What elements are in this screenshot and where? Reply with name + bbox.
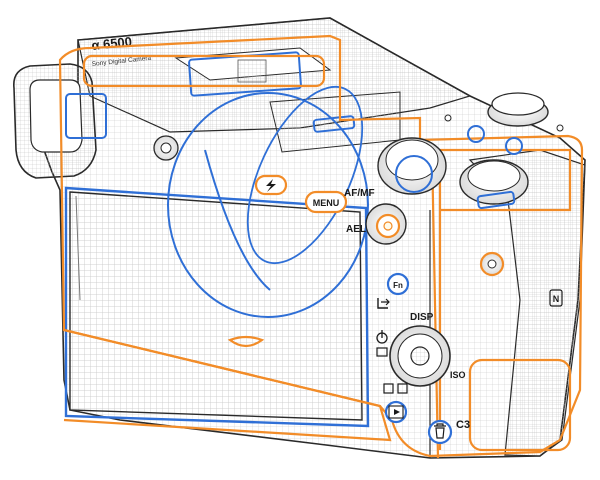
center-button [410,346,430,366]
disp-label: DISP [410,312,434,323]
outline-lcd-panel [63,328,392,442]
playback-icon [394,409,400,415]
menu-button[interactable]: MENU [304,190,348,214]
orange-outlines [58,34,584,459]
trash-button[interactable] [427,419,453,445]
playback-button[interactable] [384,400,408,424]
focus-arc [204,149,271,291]
front-dial[interactable] [459,159,529,210]
c3-label: C3 [456,419,470,431]
send-to-smartphone-icon [377,298,390,309]
focus-circle-small [246,85,364,265]
nfc-label: N [553,294,560,304]
menu-label: MENU [313,198,340,208]
af-mf-label: AF/MF [344,188,375,199]
fn-label: Fn [393,281,403,290]
flash-icon [266,179,276,192]
trash-icon [434,423,446,439]
power-button-icon [376,330,388,357]
rear-dial[interactable] [377,137,447,195]
focus-circle-large [167,92,369,318]
af-mf-ael-button[interactable] [365,203,407,245]
ael-label: AEL [346,224,366,235]
control-wheel[interactable] [389,325,451,387]
eye-sensor [65,93,107,139]
nfc-icon: N [549,289,563,307]
lcd-screen [64,186,370,428]
outline-hinge [227,335,265,348]
outline-vertical-rail [430,149,440,459]
outline-top-strip [82,54,326,88]
fn-button[interactable]: Fn [386,272,410,296]
grip-speaker [479,251,505,277]
eyepiece [13,63,107,179]
lcd-highlight [64,186,370,428]
outline-grip-panel [468,358,572,452]
mode-dial[interactable] [467,92,549,155]
flash-button[interactable] [254,174,288,196]
drive-mode-icon [383,383,408,394]
iso-label: ISO [450,370,466,380]
outline-back-frame [58,34,584,458]
strap-lug [153,135,179,161]
top-marks [444,114,564,132]
grip [468,149,586,457]
outline-dial-zone [440,148,572,212]
